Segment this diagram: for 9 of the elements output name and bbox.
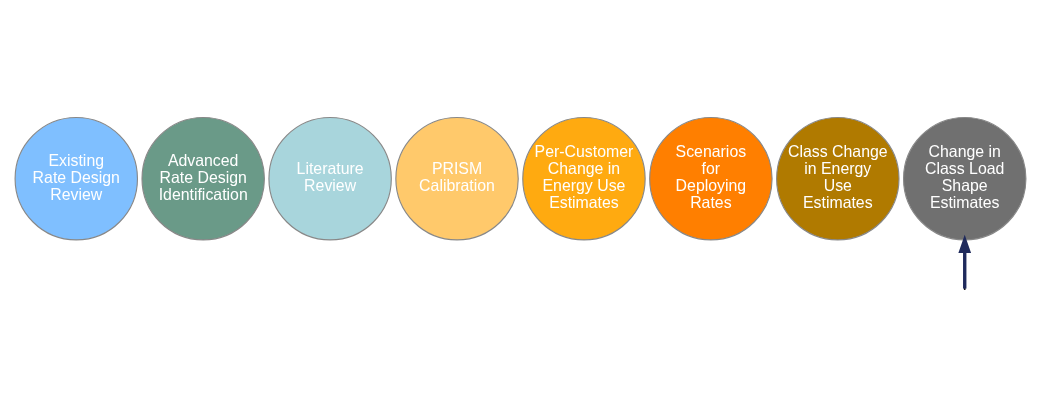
node-circle: Class Change in Energy Use Estimates bbox=[776, 116, 900, 241]
node-circle: Per-Customer Change in Energy Use Estimates bbox=[522, 116, 646, 241]
node-circle: Advanced Rate Design Identification bbox=[141, 116, 265, 241]
node-circle: Existing Rate Design Review bbox=[14, 116, 139, 241]
node-circle: Scenarios for Deploying Rates bbox=[649, 116, 773, 241]
node-circle: PRISM Calibration bbox=[395, 116, 519, 241]
arrow bbox=[958, 234, 972, 289]
node-circle: Change in Class Load Shape Estimates bbox=[902, 116, 1027, 241]
node-circle: Literature Review bbox=[268, 116, 392, 241]
